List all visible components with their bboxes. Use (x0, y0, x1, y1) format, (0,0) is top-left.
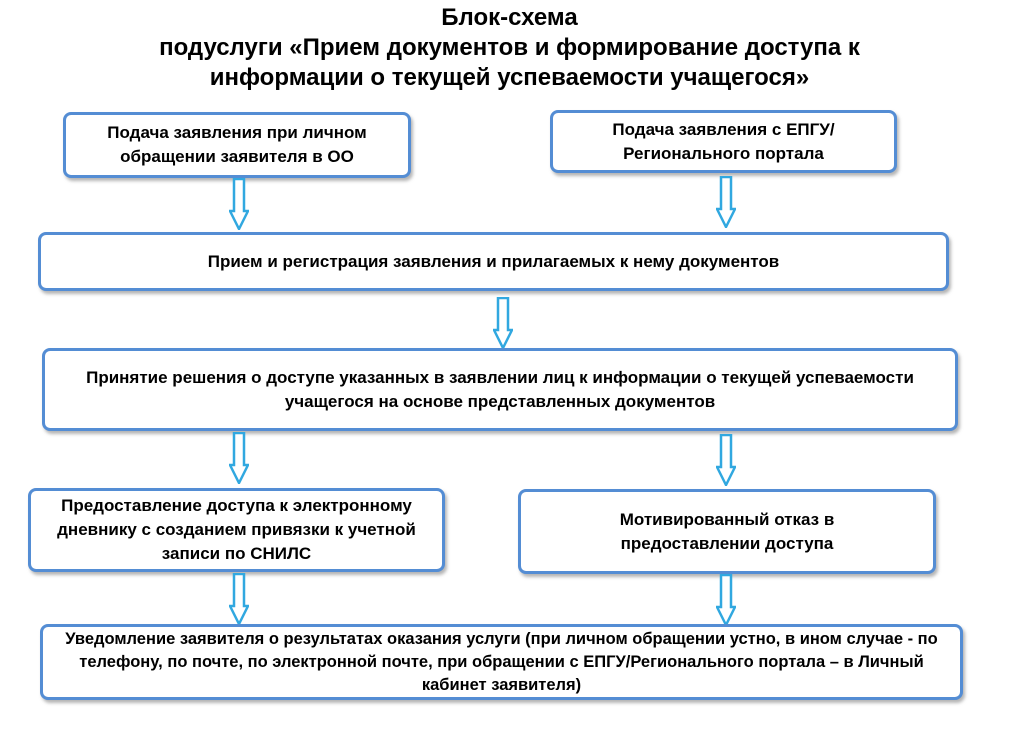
box-notification: Уведомление заявителя о результатах оказ… (40, 624, 963, 700)
arrow-down-icon (229, 178, 249, 230)
arrow-down-icon (716, 434, 736, 486)
box-grant-access-text: Предоставление доступа к электронному дн… (57, 496, 416, 563)
arrow-down-icon (716, 574, 736, 626)
box-decision: Принятие решения о доступе указанных в з… (42, 348, 958, 431)
box-refusal-text: Мотивированный отказ в предоставлении до… (619, 509, 835, 553)
box-registration-text: Прием и регистрация заявления и прилагае… (207, 251, 780, 271)
box-personal-submission-text: Подача заявления при личном обращении за… (107, 123, 367, 166)
diagram-title-line2: подуслуги «Прием документов и формирован… (159, 34, 860, 61)
box-portal-submission-text: Подача заявления с ЕПГУ/Регионального по… (612, 119, 835, 163)
box-portal-submission: Подача заявления с ЕПГУ/Регионального по… (550, 110, 897, 173)
arrow-down-icon (229, 573, 249, 625)
arrow-down-icon (716, 176, 736, 228)
box-personal-submission: Подача заявления при личном обращении за… (63, 112, 411, 178)
arrow-down-icon (229, 432, 249, 484)
box-decision-text: Принятие решения о доступе указанных в з… (86, 367, 914, 411)
diagram-title-line1: Блок-схема (441, 4, 578, 31)
box-grant-access: Предоставление доступа к электронному дн… (28, 488, 445, 572)
box-registration: Прием и регистрация заявления и прилагае… (38, 232, 949, 291)
box-refusal: Мотивированный отказ в предоставлении до… (518, 489, 936, 574)
box-notification-text: Уведомление заявителя о результатах оказ… (65, 629, 938, 694)
diagram-title-line3: информации о текущей успеваемости учащег… (209, 64, 810, 91)
arrow-down-icon (493, 297, 513, 349)
